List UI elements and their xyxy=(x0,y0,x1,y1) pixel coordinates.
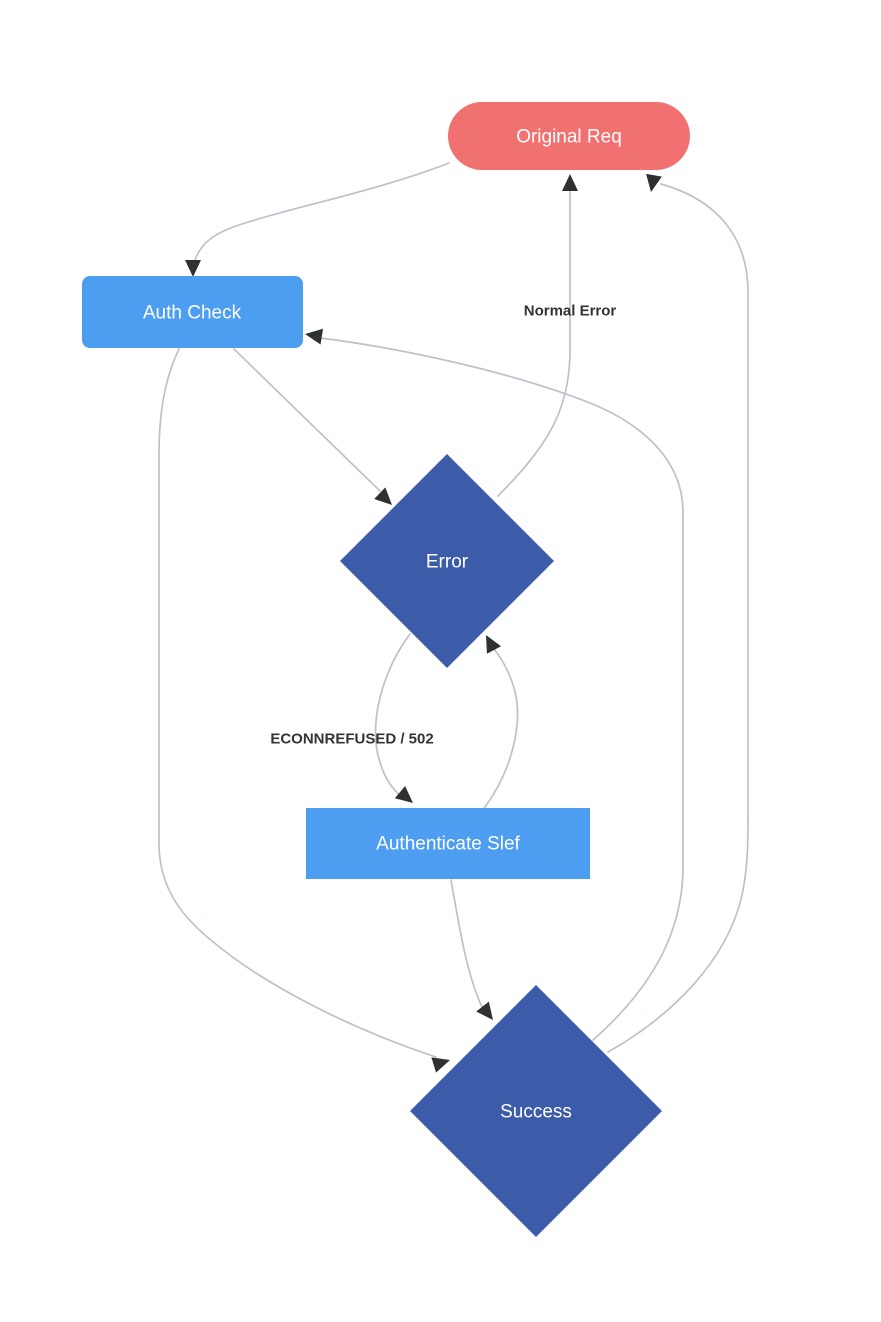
edge-authenticateslef-success xyxy=(450,879,483,1008)
node-original-req xyxy=(448,102,690,170)
arrowhead-into-error-lowerright xyxy=(486,635,502,654)
node-original-req-label: Original Req xyxy=(516,127,622,148)
edge-authcheck-success xyxy=(158,348,437,1058)
arrowhead-into-authcheck-right xyxy=(305,328,324,345)
node-authenticate-slef xyxy=(306,808,590,879)
arrowhead-into-success-upperleft xyxy=(476,1001,493,1020)
arrowhead-into-success-left xyxy=(431,1057,450,1073)
edge-success-authcheck xyxy=(319,337,684,1041)
node-error xyxy=(340,454,554,668)
node-authenticate-slef-label: Authenticate Slef xyxy=(376,834,520,855)
edge-error-authenticateslef xyxy=(374,633,411,798)
edge-label-group: Normal Error ECONNREFUSED / 502 xyxy=(270,303,616,748)
arrowhead-into-originalreq-bottomright xyxy=(646,173,662,192)
edge-label-normal-error: Normal Error xyxy=(524,303,617,320)
node-auth-check xyxy=(82,276,303,348)
edge-authenticateslef-error xyxy=(481,643,519,812)
node-success xyxy=(410,985,662,1237)
node-group: Original Req Auth Check Error Authentica… xyxy=(82,102,690,1237)
edge-label-econnrefused: ECONNREFUSED / 502 xyxy=(270,731,433,748)
arrowhead-into-authcheck-top xyxy=(185,260,201,277)
edge-success-originalreq xyxy=(607,183,749,1053)
arrowhead-into-originalreq-bottom xyxy=(562,174,578,191)
edge-error-originalreq xyxy=(497,190,571,497)
edge-originalreq-authcheck xyxy=(194,162,450,261)
edge-authcheck-error xyxy=(233,348,381,492)
node-success-label: Success xyxy=(500,1102,572,1123)
arrowhead-into-authenticateslef-top xyxy=(394,785,413,803)
edge-group xyxy=(158,162,749,1058)
node-error-label: Error xyxy=(426,552,469,573)
node-auth-check-label: Auth Check xyxy=(143,303,242,324)
arrowhead-into-error-upperleft xyxy=(374,487,392,505)
arrowhead-group xyxy=(185,173,662,1073)
